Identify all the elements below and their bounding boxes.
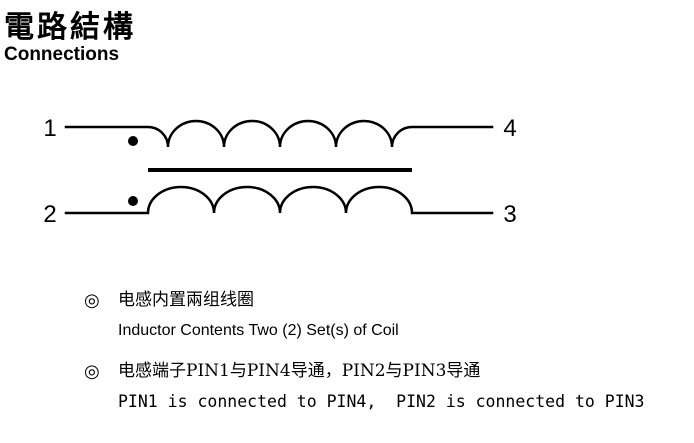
note-chinese-line: 电感内置兩组线圈 [118, 290, 254, 310]
section-title-chinese: 電路結構 [4, 10, 136, 45]
note-english-line: PIN1 is connected to PIN4, PIN2 is conne… [118, 392, 645, 411]
note-pin-connection: ◎ 电感端子PIN1与PIN4导通，PIN2与PIN3导通 PIN1 is co… [84, 359, 684, 413]
bullseye-bullet-icon: ◎ [84, 361, 100, 381]
top-coil-winding [64, 119, 494, 148]
notes-list: ◎ 电感内置兩组线圈 Inductor Contents Two (2) Set… [84, 288, 684, 430]
polarity-dot-top [128, 136, 138, 146]
pin-label-1: 1 [43, 115, 56, 142]
note-coil-sets: ◎ 电感内置兩组线圈 Inductor Contents Two (2) Set… [84, 288, 684, 342]
bottom-coil-winding [64, 185, 494, 215]
note-english-line: Inductor Contents Two (2) Set(s) of Coil [118, 322, 399, 339]
note-text: 电感内置兩组线圈 Inductor Contents Two (2) Set(s… [118, 288, 399, 342]
note-chinese-line: 电感端子PIN1与PIN4导通，PIN2与PIN3导通 [118, 361, 481, 381]
bullseye-bullet-icon: ◎ [84, 290, 100, 310]
pin-label-2: 2 [43, 201, 56, 228]
note-text: 电感端子PIN1与PIN4导通，PIN2与PIN3导通 PIN1 is conn… [118, 359, 645, 413]
inductor-schematic: 1 4 2 3 [43, 115, 516, 228]
pin-label-4: 4 [503, 115, 516, 142]
polarity-dot-bottom [128, 196, 138, 206]
pin-label-3: 3 [503, 201, 516, 228]
section-title-english: Connections [4, 44, 120, 65]
